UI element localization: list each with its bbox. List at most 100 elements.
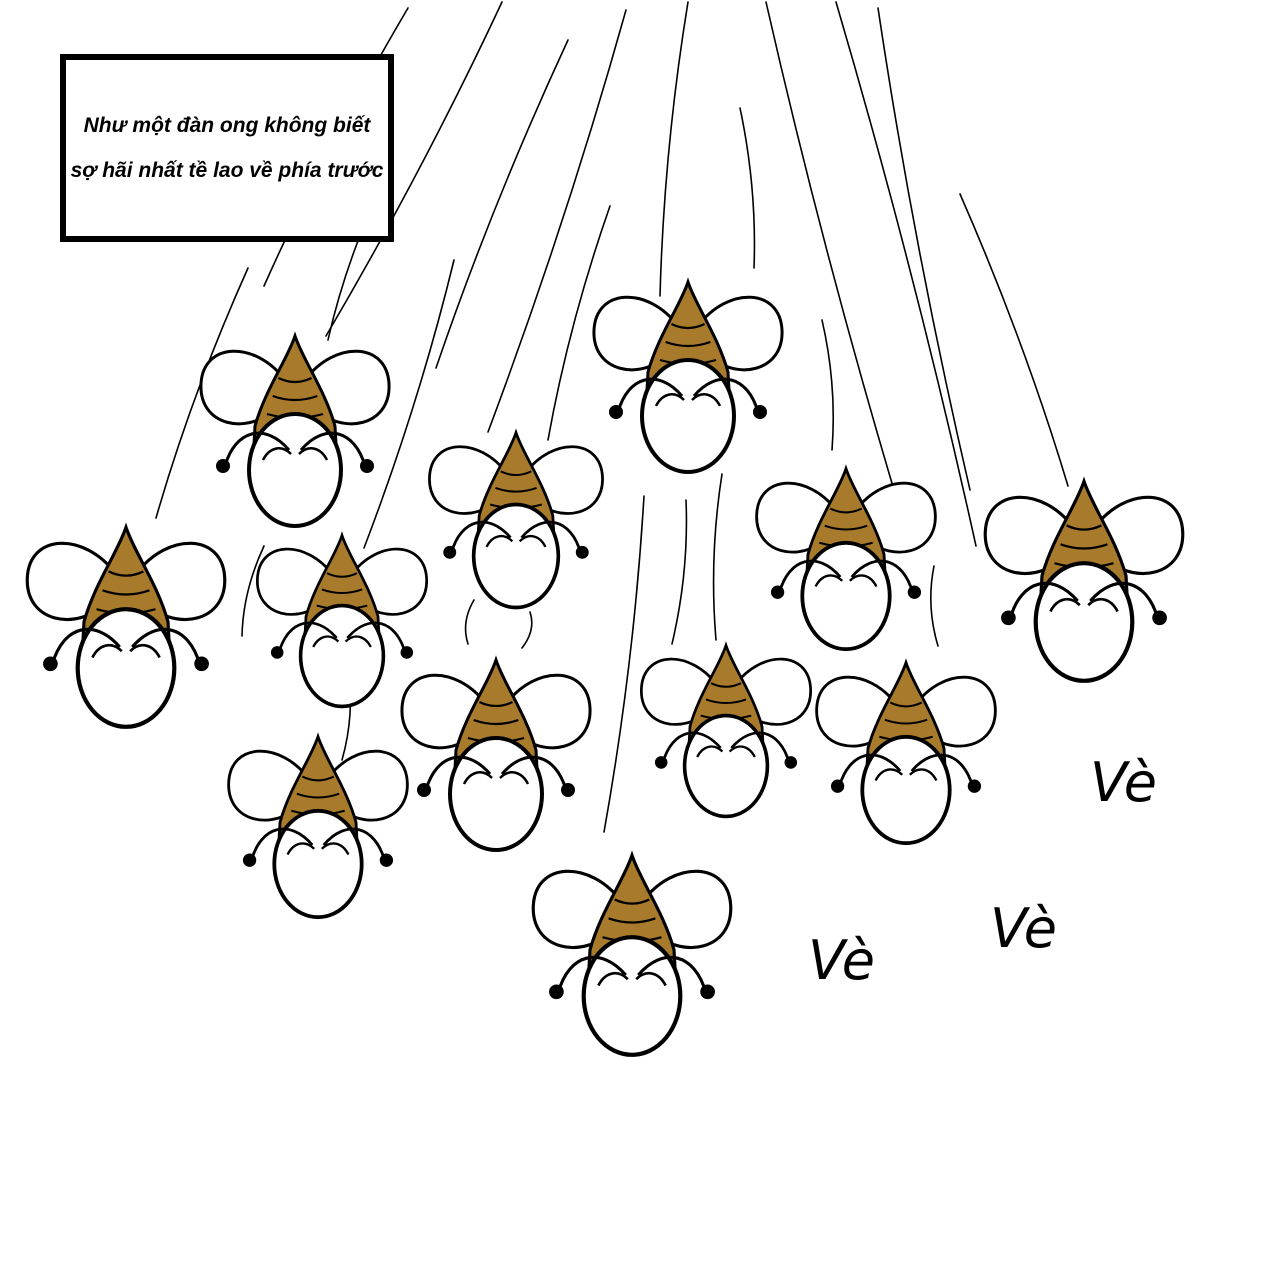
bee-stripe	[614, 898, 650, 905]
bee-stripe	[473, 718, 519, 726]
bee-antenna-left	[778, 559, 842, 593]
bee	[227, 732, 409, 920]
bee-stripe	[608, 917, 656, 924]
speed-line	[835, 1, 977, 547]
bee-antenna-left	[277, 621, 338, 653]
bee-stripe	[272, 394, 318, 402]
bee-stripe	[495, 486, 537, 493]
bee-face-mark	[597, 971, 629, 987]
speed-line	[241, 545, 265, 637]
bee-antenna-tip-left	[443, 545, 457, 559]
bee-antenna-tip-left	[216, 459, 230, 473]
bee-face-mark	[691, 393, 722, 407]
speed-line	[464, 599, 475, 645]
bee-antenna-left	[424, 755, 492, 791]
bee	[592, 277, 784, 474]
bee-head	[448, 736, 544, 852]
bee-face-mark	[499, 771, 530, 785]
bee-antenna-tip-right	[784, 756, 798, 769]
bee-stripe	[824, 524, 868, 531]
bee-stripe	[301, 775, 335, 782]
bee-antenna-tip-right	[753, 405, 767, 419]
speed-line	[487, 9, 627, 433]
bee-stripe	[108, 570, 144, 577]
bee-face-mark	[848, 574, 878, 588]
speed-line	[603, 495, 645, 833]
bee-stripe	[884, 718, 928, 725]
bee-head	[1033, 561, 1135, 683]
bee-antenna-tip-right	[400, 646, 414, 659]
bee-antenna-right	[299, 431, 367, 467]
bee-antenna-tip-left	[270, 646, 284, 659]
speed-line	[671, 499, 688, 645]
bee-head	[640, 358, 736, 474]
bee-antenna-right	[346, 621, 407, 653]
bee-antenna-right	[730, 731, 791, 763]
bee-antenna-tip-right	[360, 459, 374, 473]
bee-face-mark	[286, 842, 316, 856]
bee-antenna-right	[1089, 581, 1160, 619]
bee	[400, 655, 592, 852]
bee-antenna-tip-right	[967, 779, 982, 793]
bee-stripe	[478, 701, 514, 708]
bee	[983, 476, 1185, 683]
bee-antenna-tip-right	[194, 656, 209, 672]
bee-stripe	[296, 792, 340, 799]
bee-face-mark	[518, 534, 547, 548]
bee-stripe	[277, 377, 313, 384]
bee-antenna-tip-left	[609, 405, 623, 419]
speed-line	[930, 565, 939, 647]
bee-head	[298, 603, 386, 709]
bee-antenna-right	[910, 753, 974, 787]
bee-face-mark	[485, 534, 514, 548]
bee-antenna-tip-left	[654, 756, 668, 769]
speed-line	[959, 193, 1069, 487]
speed-line	[765, 1, 907, 531]
bee-antenna-tip-right	[1152, 610, 1167, 626]
bee-face-mark	[728, 745, 756, 758]
bee-face-mark	[696, 745, 724, 758]
bee-stripe	[829, 507, 863, 514]
bee-head	[581, 935, 683, 1057]
bee-head	[247, 412, 343, 528]
bee-face-mark	[1049, 597, 1081, 613]
caption-text: Như một đàn ong không biết sợ hãi nhất t…	[70, 114, 384, 182]
bee-antenna-right	[637, 955, 708, 993]
bee-face-mark	[312, 635, 340, 648]
bee	[25, 522, 227, 729]
sound-effect-1: Vè	[1090, 751, 1157, 814]
speed-line	[821, 319, 835, 451]
sound-effect-3: Vè	[808, 929, 875, 992]
bee-antenna-tip-left	[830, 779, 845, 793]
bee-head	[272, 808, 364, 920]
bee-stripe	[102, 589, 150, 596]
bee-head	[800, 540, 892, 652]
bee-antenna-tip-right	[907, 585, 922, 599]
bee-face-mark	[344, 635, 372, 648]
bee-face-mark	[298, 447, 329, 461]
speed-line	[659, 1, 689, 297]
bee-stripe	[1066, 524, 1102, 531]
speed-line	[547, 205, 611, 441]
bee-antenna-tip-right	[700, 984, 715, 1000]
speed-lines	[155, 1, 1069, 833]
bee-head	[471, 502, 561, 610]
bee-stripe	[321, 588, 363, 594]
bee-antenna-right	[850, 559, 914, 593]
speed-line	[712, 473, 723, 641]
caption-box: Như một đàn ong không biết sợ hãi nhất t…	[60, 54, 394, 242]
bee	[531, 850, 733, 1057]
bee	[640, 641, 812, 819]
bee-antenna-right	[692, 377, 760, 413]
bee-antenna-left	[450, 520, 512, 553]
bee-antenna-left	[250, 827, 314, 861]
bee-stripe	[710, 682, 742, 688]
bee	[199, 331, 391, 528]
bee-head	[860, 734, 952, 846]
speed-line	[521, 611, 533, 649]
bee-face-mark	[654, 393, 685, 407]
bee-face-mark	[874, 768, 904, 782]
bee-antenna-tip-left	[770, 585, 785, 599]
bee-stripe	[889, 701, 923, 708]
bee-antenna-tip-right	[379, 853, 394, 867]
